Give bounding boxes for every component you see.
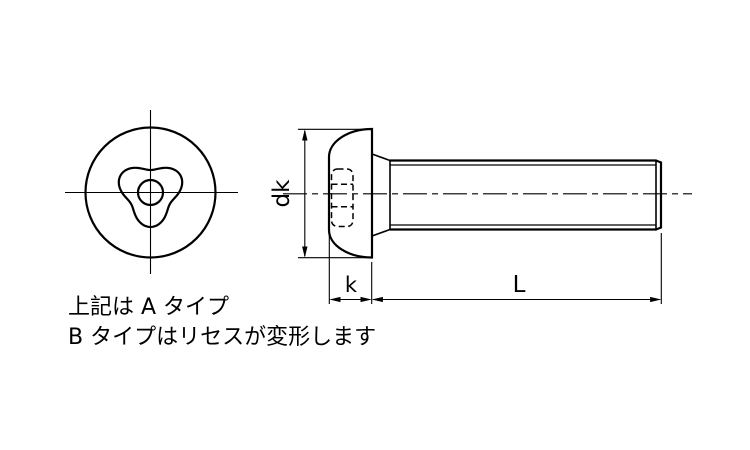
tip-chamfer-bottom bbox=[654, 226, 663, 231]
head-outline-circle bbox=[84, 126, 217, 259]
k-arrow-left bbox=[329, 296, 341, 303]
L-arrow-left bbox=[371, 296, 383, 303]
hidden-recess-outline bbox=[330, 168, 354, 228]
k-label: k bbox=[345, 273, 358, 297]
front-view bbox=[65, 110, 238, 274]
dk-arrow-up bbox=[302, 129, 308, 141]
L-arrow-right bbox=[650, 296, 662, 303]
note-line-2: B タイプはリセスが変形します bbox=[68, 325, 376, 350]
neck-chamfer-bottom bbox=[371, 228, 391, 237]
notes: 上記は A タイプ B タイプはリセスが変形します bbox=[68, 295, 376, 350]
k-arrow-right bbox=[360, 296, 372, 303]
dimensions: dk k L bbox=[269, 128, 662, 304]
center-pin-hole bbox=[136, 178, 165, 207]
button-head-profile bbox=[327, 127, 374, 259]
tip-chamfer-top bbox=[654, 159, 663, 164]
side-view bbox=[283, 127, 692, 259]
L-label: L bbox=[513, 272, 526, 298]
dk-label: dk bbox=[269, 179, 295, 208]
neck-chamfer-top bbox=[371, 153, 391, 162]
note-line-1: 上記は A タイプ bbox=[68, 295, 229, 320]
dk-arrow-down bbox=[302, 246, 308, 258]
tri-lobe-recess bbox=[117, 166, 184, 229]
